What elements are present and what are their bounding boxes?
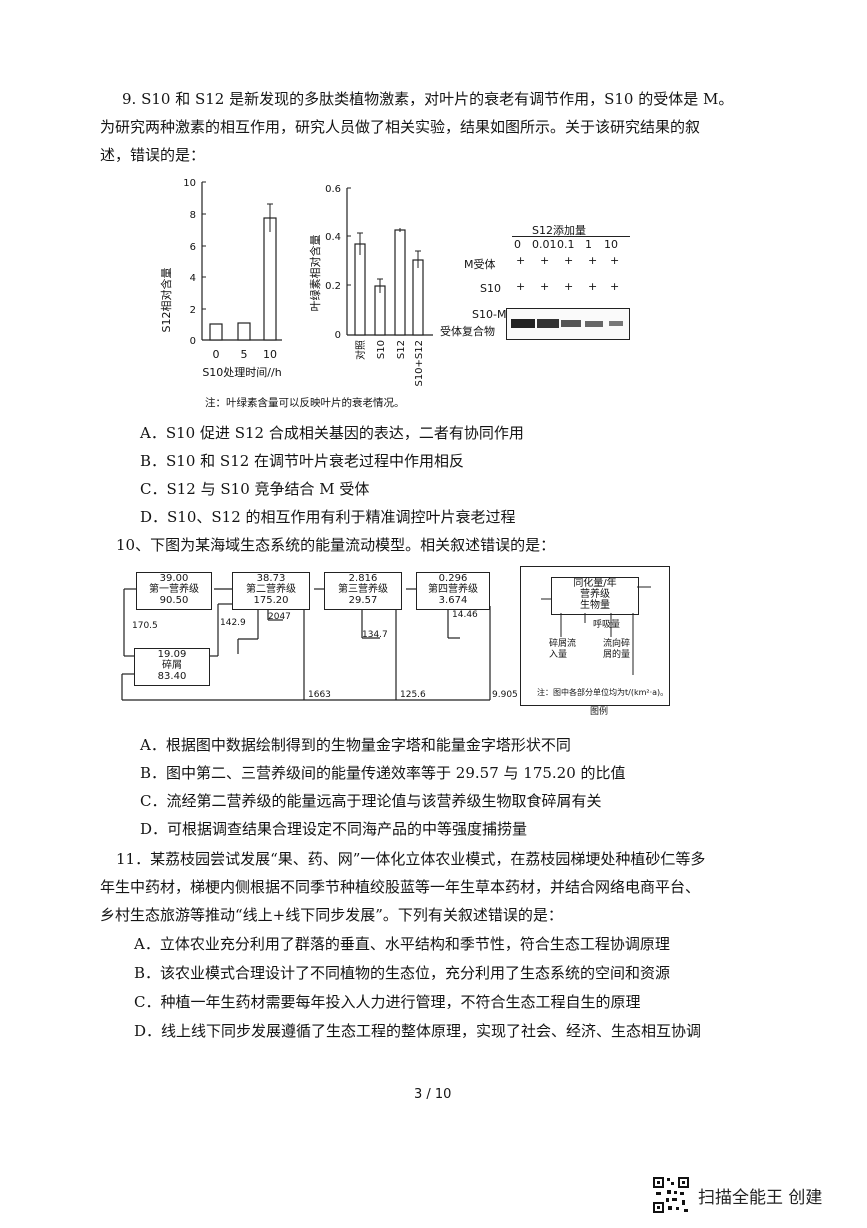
blot-complex-label-1: S10-M (472, 308, 507, 321)
respiration-value: 134.7 (362, 630, 388, 640)
blot-complex-label-2: 受体复合物 (440, 325, 495, 338)
q11-option-d: D．线上线下同步发展遵循了生态工程的整体原理，实现了社会、经济、生态相互协调 (134, 1022, 702, 1040)
q10-option-d: D．可根据调查结果合理设定不同海产品的中等强度捕捞量 (140, 820, 528, 838)
blot-figure: S12添加量 0 0.01 0.1 1 10 M受体 + + + + + S10… (440, 222, 640, 352)
flow-value: 170.5 (132, 621, 158, 631)
q10-option-c: C．流经第二营养级的能量远高于理论值与该营养级生物取食碎屑有关 (140, 792, 602, 810)
chart1-ytick: 4 (190, 273, 196, 284)
q11-stem-line1: 11．某荔枝园尝试发展“果、药、网”一体化立体农业模式，在荔枝园梯埂处种植砂仁等… (116, 850, 706, 868)
chart1-ytick: 8 (190, 210, 196, 221)
flow-lines (121, 588, 491, 701)
chart2-ytick: 0.2 (325, 281, 341, 292)
chart2-ytick: 0 (335, 330, 341, 341)
respiration-value: 14.46 (452, 610, 478, 620)
blot-plus: + (588, 280, 598, 293)
chart1-xtick: 10 (263, 348, 277, 361)
chart1-xlabel: S10处理时间//h (202, 366, 281, 379)
chart2-bar (394, 229, 406, 336)
respiration-value: 2047 (268, 612, 291, 622)
chart2-xtick: S10 (376, 340, 387, 359)
chart1-xtick: 0 (213, 348, 220, 361)
blot-plus: + (610, 254, 620, 267)
blot-row2-label: S10 (480, 282, 501, 295)
blot-conc: 10 (604, 238, 618, 251)
legend-detritus-in: 碎屑流入量 (549, 639, 577, 660)
chart2-ylabel: 叶绿素相对含量 (308, 235, 322, 312)
blot-plus: + (540, 280, 550, 293)
q10-option-a: A．根据图中数据绘制得到的生物量金字塔和能量金字塔形状不同 (140, 736, 571, 754)
q11-option-b: B．该农业模式合理设计了不同植物的生态位，充分利用了生态系统的空间和资源 (134, 964, 671, 982)
chart2-ytick: 0.4 (325, 232, 341, 243)
blot-plus: + (564, 280, 574, 293)
flow-value: 125.6 (400, 690, 426, 700)
chart2-bar (374, 285, 386, 336)
qr-code-icon (652, 1176, 690, 1214)
q9-option-c: C．S12 与 S10 竞争结合 M 受体 (140, 480, 370, 498)
q9-stem-line3: 述，错误的是： (100, 146, 206, 164)
blot-conc: 0.01 (532, 238, 557, 251)
q10-stem: 10、下图为某海域生态系统的能量流动模型。相关叙述错误的是： (116, 536, 556, 554)
q9-stem-line1: 9. S10 和 S12 是新发现的多肽类植物激素，对叶片的衰老有调节作用，S1… (122, 90, 734, 108)
blot-plus: + (540, 254, 550, 267)
chart1-xtick: 5 (241, 348, 248, 361)
chart-s12-content: S12相对含量 10 8 6 4 2 0 0 5 10 S10处理时间//h (160, 178, 282, 379)
chart2-xtick: S12 (396, 340, 407, 359)
q9-option-b: B．S10 和 S12 在调节叶片衰老过程中作用相反 (140, 452, 465, 470)
q9-note: 注：叶绿素含量可以反映叶片的衰老情况。 (205, 397, 405, 409)
chart1-bar (209, 323, 223, 341)
q9-stem-line2: 为研究两种激素的相互作用，研究人员做了相关实验，结果如图所示。关于该研究结果的叙 (100, 118, 701, 136)
page-number: 3 / 10 (414, 1087, 452, 1102)
chart1-bar (237, 322, 251, 341)
legend-respiration: 呼吸量 (593, 620, 621, 630)
blot-plus: + (516, 254, 526, 267)
flow-value: 142.9 (220, 618, 246, 628)
chart2-bar (354, 243, 366, 336)
blot-plus: + (516, 280, 526, 293)
blot-membrane (506, 308, 630, 340)
q11-stem-line2: 年生中药材，梯梗内侧根据不同季节种植绞股蓝等一年生草本药材，并结合网络电商平台、 (100, 878, 701, 896)
q11-option-c: C．种植一年生药材需要每年投入人力进行管理，不符合生态工程自生的原理 (134, 993, 641, 1011)
blot-conc: 0.1 (557, 238, 575, 251)
chart1-ylabel: S12相对含量 (160, 268, 173, 333)
legend-box: 同化量/年营养级生物量 (551, 577, 639, 615)
chart2-xtick: S10+S12 (414, 340, 425, 387)
q10-option-b: B．图中第二、三营养级间的能量传递效率等于 29.57 与 175.20 的比值 (140, 764, 626, 782)
blot-header: S12添加量 (532, 224, 586, 237)
q9-option-d: D．S10、S12 的相互作用有利于精准调控叶片衰老过程 (140, 508, 516, 526)
legend-to-detritus: 流向碎屑的量 (603, 639, 631, 660)
flow-value: 9.905 (492, 690, 518, 700)
blot-conc: 0 (514, 238, 521, 251)
blot-plus: + (588, 254, 598, 267)
blot-plus: + (610, 280, 620, 293)
chart2-ytick: 0.6 (325, 184, 341, 195)
chart1-bar (263, 217, 277, 341)
chart2-xtick: 对照 (354, 340, 367, 360)
chart1-ytick: 0 (190, 336, 196, 347)
chart1-ytick: 2 (190, 305, 196, 316)
q11-stem-line3: 乡村生态旅游等推动“线上+线下同步发展”。下列有关叙述错误的是： (100, 906, 563, 924)
blot-plus: + (564, 254, 574, 267)
q9-option-a: A．S10 促进 S12 合成相关基因的表达，二者有协同作用 (140, 424, 524, 442)
watermark: 扫描全能王 创建 (698, 1188, 823, 1208)
chart1-ytick: 10 (183, 178, 196, 189)
blot-conc: 1 (585, 238, 592, 251)
diagram-legend: 同化量/年营养级生物量 呼吸量 碎屑流入量 流向碎屑的量 注：图中各部分单位均为… (520, 566, 670, 706)
q11-option-a: A．立体农业充分利用了群落的垂直、水平结构和季节性，符合生态工程协调原理 (134, 935, 670, 953)
chart1-ytick: 6 (190, 242, 196, 253)
blot-row1-label: M受体 (464, 258, 496, 271)
chart-chlorophyll: 叶绿素相对含量 0.6 0.4 0.2 0 对照 S10 S12 S10+S12 (308, 184, 433, 387)
legend-unit-note: 注：图中各部分单位均为t/(km²·a)。 (537, 688, 669, 697)
chart2-bar (412, 259, 424, 336)
flow-value: 1663 (308, 690, 331, 700)
legend-title: 图例 (590, 707, 609, 717)
